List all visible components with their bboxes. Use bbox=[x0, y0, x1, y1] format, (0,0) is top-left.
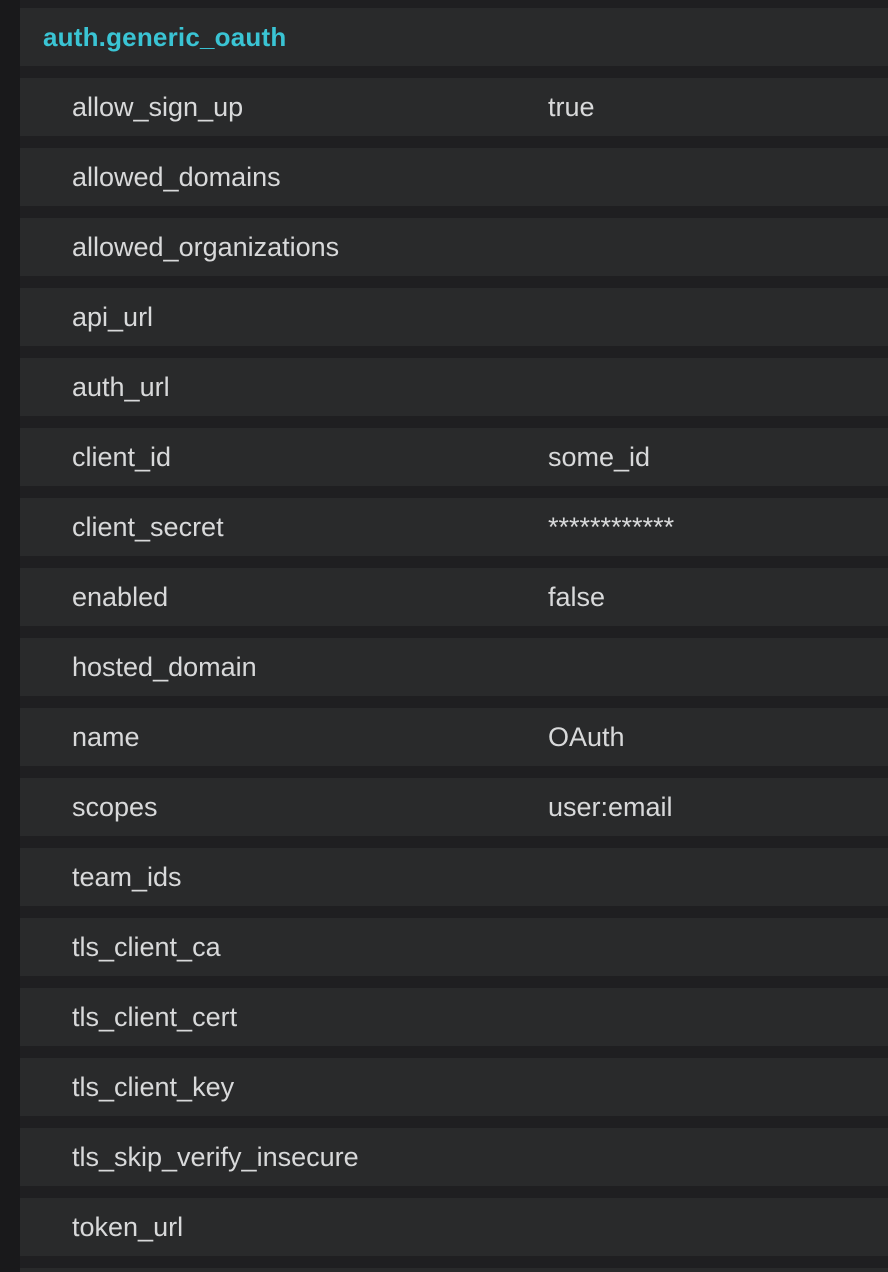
setting-row: enabled false bbox=[20, 568, 888, 626]
setting-value: ************ bbox=[548, 511, 675, 542]
setting-value: false bbox=[548, 581, 606, 612]
setting-key: client_id bbox=[72, 441, 172, 472]
table-top-gap bbox=[20, 0, 888, 8]
setting-key: enabled bbox=[72, 581, 169, 612]
setting-key: tls_skip_verify_insecure bbox=[72, 1141, 359, 1172]
setting-row: client_secret ************ bbox=[20, 498, 888, 556]
setting-key: api_url bbox=[72, 301, 154, 332]
setting-row: tls_client_ca bbox=[20, 918, 888, 976]
setting-key: auth_url bbox=[72, 371, 170, 402]
setting-row: token_url bbox=[20, 1198, 888, 1256]
setting-value: user:email bbox=[548, 791, 673, 822]
settings-rows: allow_sign_up true allowed_domains allow… bbox=[20, 78, 888, 1256]
setting-value: true bbox=[548, 91, 595, 122]
setting-key: allowed_organizations bbox=[72, 231, 340, 262]
setting-row: tls_client_cert bbox=[20, 988, 888, 1046]
setting-key: team_ids bbox=[72, 861, 182, 892]
setting-value: some_id bbox=[548, 441, 651, 472]
setting-key: tls_client_key bbox=[72, 1071, 235, 1102]
settings-table: auth.generic_oauth allow_sign_up true al… bbox=[20, 0, 888, 1272]
setting-row: scopes user:email bbox=[20, 778, 888, 836]
partial-row-bottom bbox=[20, 1268, 888, 1272]
setting-key: allowed_domains bbox=[72, 161, 281, 192]
setting-key: client_secret bbox=[72, 511, 224, 542]
setting-row: client_id some_id bbox=[20, 428, 888, 486]
setting-key: tls_client_ca bbox=[72, 931, 221, 962]
setting-row: name OAuth bbox=[20, 708, 888, 766]
setting-key: scopes bbox=[72, 791, 158, 822]
setting-row: auth_url bbox=[20, 358, 888, 416]
setting-row: allow_sign_up true bbox=[20, 78, 888, 136]
section-header-row: auth.generic_oauth bbox=[20, 8, 888, 66]
setting-key: tls_client_cert bbox=[72, 1001, 238, 1032]
setting-key: hosted_domain bbox=[72, 651, 257, 682]
setting-row: allowed_organizations bbox=[20, 218, 888, 276]
setting-key: token_url bbox=[72, 1211, 184, 1242]
setting-row: allowed_domains bbox=[20, 148, 888, 206]
setting-row: tls_client_key bbox=[20, 1058, 888, 1116]
setting-value: OAuth bbox=[548, 721, 625, 752]
setting-row: hosted_domain bbox=[20, 638, 888, 696]
setting-row: api_url bbox=[20, 288, 888, 346]
setting-key: name bbox=[72, 721, 140, 752]
setting-row: team_ids bbox=[20, 848, 888, 906]
setting-row: tls_skip_verify_insecure bbox=[20, 1128, 888, 1186]
setting-key: allow_sign_up bbox=[72, 91, 244, 122]
section-title: auth.generic_oauth bbox=[43, 21, 287, 52]
